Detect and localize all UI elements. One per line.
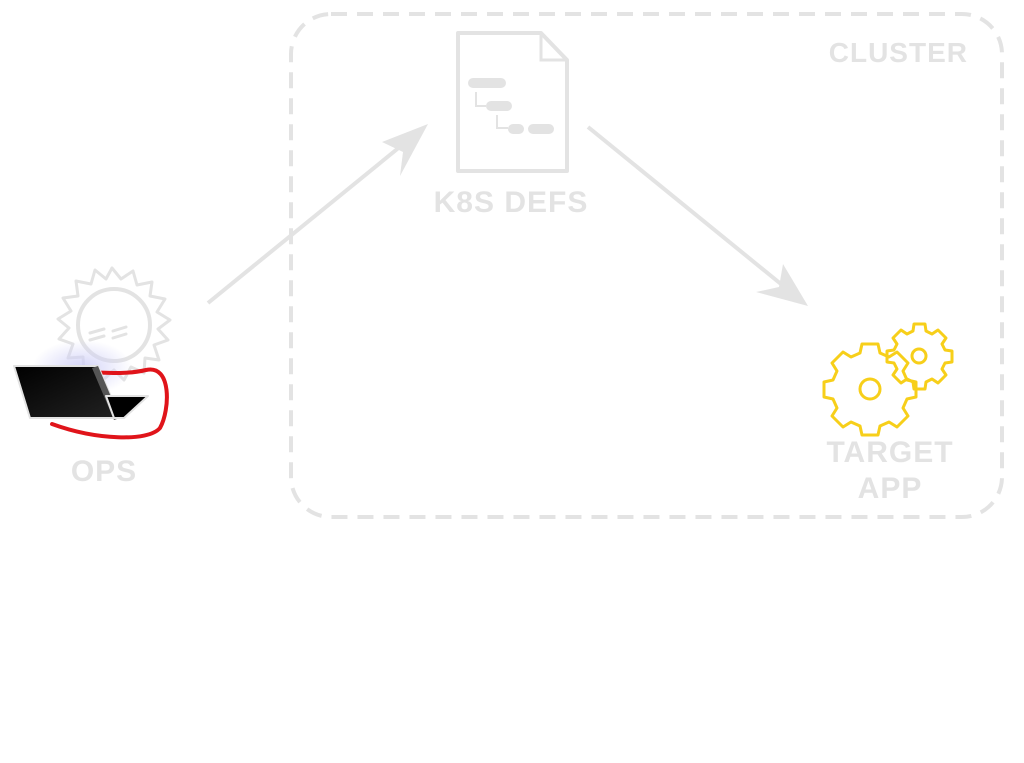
cluster-boundary: CLUSTER	[289, 12, 1004, 519]
node-target-app: TARGET APP	[822, 322, 954, 505]
node-label-k8s-defs: K8S DEFS	[434, 186, 589, 219]
arrowhead-icon	[382, 124, 428, 176]
document-tree-icon	[456, 31, 569, 173]
node-k8s-defs: K8S DEFS	[434, 31, 589, 219]
node-label-target-app-line2: APP	[858, 472, 923, 505]
edge-k8s-defs-to-target-app	[586, 125, 808, 306]
person-with-laptop-icon	[13, 266, 172, 440]
arrowhead-icon	[756, 264, 808, 306]
edge-ops-to-k8s-defs	[206, 124, 428, 305]
cluster-label: CLUSTER	[829, 37, 968, 68]
node-label-target-app-line1: TARGET	[826, 436, 953, 469]
node-ops: OPS	[13, 266, 172, 488]
node-label-ops: OPS	[71, 455, 137, 488]
gears-icon	[822, 322, 954, 437]
